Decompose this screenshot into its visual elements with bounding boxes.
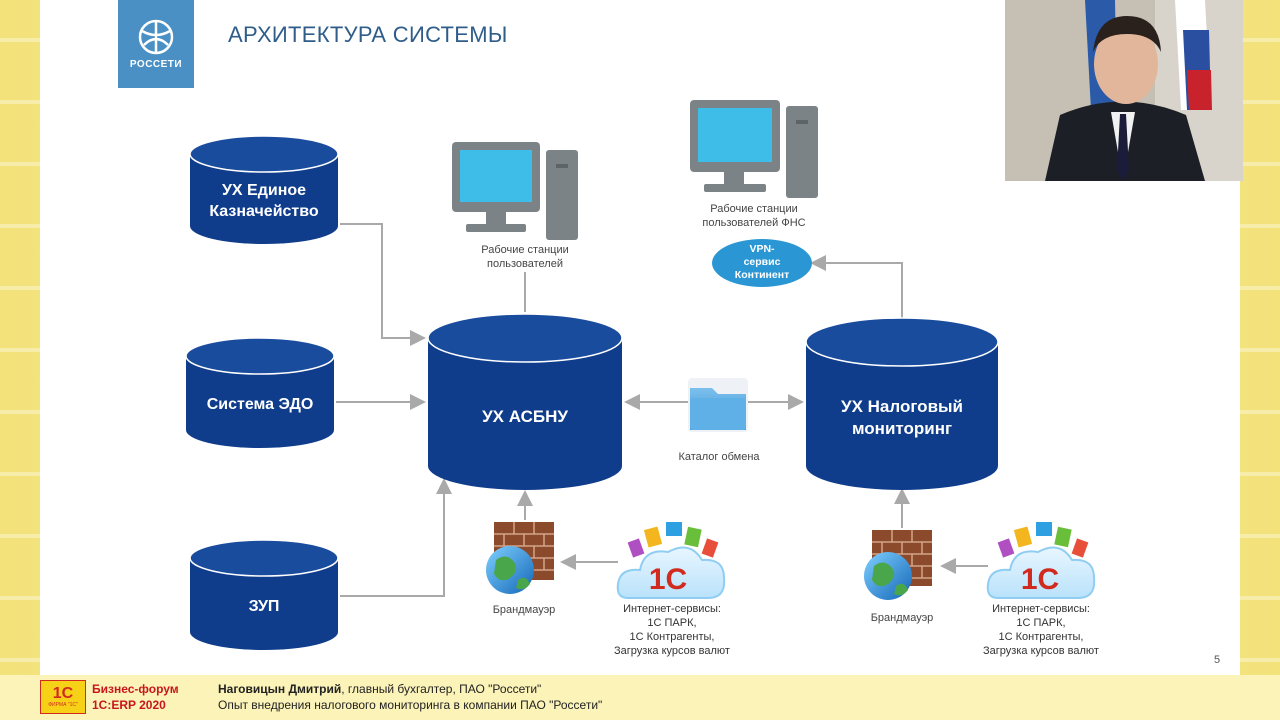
node-edo: Система ЭДО <box>185 337 335 448</box>
node-tax-line2: мониторинг <box>852 419 952 438</box>
node-vpn-line1: VPN- <box>749 243 775 255</box>
node-vpn-line3: Континент <box>735 269 789 281</box>
connector-tax-vpn <box>810 255 903 318</box>
speaker-face-icon <box>1094 24 1158 104</box>
workstations-label-line1: Рабочие станции <box>481 244 569 256</box>
node-tax-line1: УХ Налоговый <box>841 397 963 416</box>
connectors <box>336 223 988 597</box>
onec-firm-logo-mark: 1С <box>52 685 74 702</box>
internet-right-line2: 1С ПАРК, <box>1016 617 1065 629</box>
node-treasury-line2: Казначейство <box>209 203 319 220</box>
fns-workstations-label-line1: Рабочие станции <box>710 203 798 215</box>
page-number: 5 <box>1214 654 1221 666</box>
node-vpn-line2: сервис <box>744 256 781 268</box>
logo-text: РОССЕТИ <box>129 58 183 70</box>
node-treasury-line1: УХ Единое <box>222 182 306 199</box>
footer-bar <box>0 675 1280 720</box>
speaker-video <box>1005 0 1243 181</box>
firewall-left-label: Брандмауэр <box>493 604 556 616</box>
architecture-diagram: УХ Единое Казначейство Система ЭДО ЗУП У… <box>185 100 1099 657</box>
internet-left-line3: 1С Контрагенты, <box>630 631 715 643</box>
folder-icon <box>688 378 748 432</box>
speaker-name: Наговицын Дмитрий <box>218 682 342 696</box>
firewall-left-icon <box>486 522 554 594</box>
node-tax-monitoring: УХ Налоговый мониторинг <box>805 317 999 490</box>
workstations-label-line2: пользователей <box>487 258 563 270</box>
forum-line2: 1С:ERP 2020 <box>92 698 166 712</box>
firewall-right-label: Брандмауэр <box>871 612 934 624</box>
talk-title: Опыт внедрения налогового мониторинга в … <box>218 698 603 712</box>
onec-mark-left: 1С <box>649 563 687 596</box>
workstation-icon <box>452 142 578 240</box>
forum-name: Бизнес-форум 1С:ERP 2020 <box>92 681 179 713</box>
fns-workstation-icon <box>690 100 818 198</box>
connector-treasury-asbnu <box>340 223 426 346</box>
node-asbnu: УХ АСБНУ <box>427 313 623 490</box>
internet-right-line1: Интернет-сервисы: <box>992 603 1090 615</box>
onec-firm-logo: 1С ФИРМА "1С" <box>40 680 86 714</box>
slide-title: АРХИТЕКТУРА СИСТЕМЫ <box>228 22 508 47</box>
node-zup-label: ЗУП <box>249 598 280 615</box>
internet-right-line4: Загрузка курсов валют <box>983 645 1099 657</box>
onec-cloud-left-icon: 1С <box>616 522 726 599</box>
internet-right-line3: 1С Контрагенты, <box>999 631 1084 643</box>
node-treasury: УХ Единое Казначейство <box>189 135 339 244</box>
fns-workstations-label-line2: пользователей ФНС <box>702 217 805 229</box>
internet-left-line2: 1С ПАРК, <box>647 617 696 629</box>
rosseti-logo: РОССЕТИ <box>118 0 194 88</box>
forum-line1: Бизнес-форум <box>92 682 179 696</box>
onec-firm-logo-caption: ФИРМА "1С" <box>48 702 78 708</box>
speaker-role: , главный бухгалтер, ПАО "Россети" <box>341 682 542 696</box>
onec-mark-right: 1С <box>1021 563 1059 596</box>
node-zup: ЗУП <box>189 539 339 650</box>
internet-left-line1: Интернет-сервисы: <box>623 603 721 615</box>
firewall-right-icon <box>864 530 932 600</box>
node-asbnu-label: УХ АСБНУ <box>482 407 568 426</box>
node-edo-label: Система ЭДО <box>207 396 314 413</box>
internet-left-line4: Загрузка курсов валют <box>614 645 730 657</box>
rosseti-emblem-icon <box>138 19 174 54</box>
node-vpn: VPN- сервис Континент <box>712 239 812 287</box>
exchange-label: Каталог обмена <box>678 451 760 463</box>
connector-zup-asbnu <box>340 478 452 597</box>
onec-cloud-right-icon: 1С <box>986 522 1096 599</box>
speaker-info: Наговицын Дмитрий, главный бухгалтер, ПА… <box>218 681 602 713</box>
